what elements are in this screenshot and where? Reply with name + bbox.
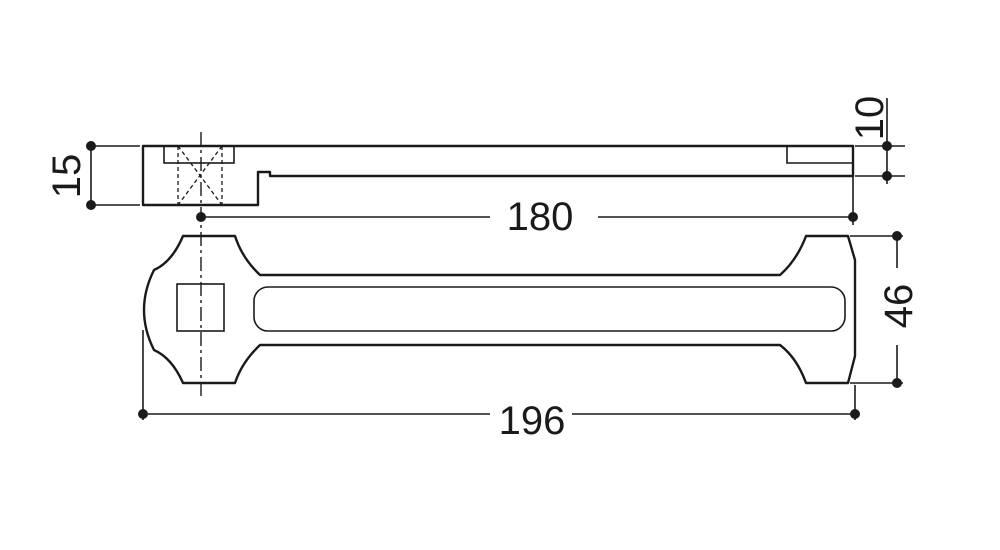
- side-view-end-step: [786, 146, 853, 164]
- dimension-overall-length: 196: [138, 330, 860, 443]
- dimension-overall-length-label: 196: [499, 399, 566, 443]
- side-view-hidden-socket-lines: [177, 145, 223, 206]
- side-view-body: [141, 144, 855, 207]
- side-view-socket-recess: [163, 145, 235, 164]
- dimension-hole-to-end-label: 180: [507, 195, 574, 239]
- top-view-body: [142, 234, 857, 385]
- dimension-end-width-label: 46: [877, 284, 921, 329]
- dimension-thickness: 15: [45, 141, 140, 210]
- dimension-end-step-label: 10: [848, 96, 892, 141]
- side-view: [141, 144, 855, 207]
- dimension-thickness-label: 15: [45, 154, 89, 199]
- dimension-hole-to-end: 180: [196, 176, 858, 239]
- dimension-end-step: 10: [848, 96, 905, 184]
- top-view-slot: [253, 286, 846, 332]
- top-view: [142, 234, 857, 385]
- dimension-end-width: 46: [850, 231, 921, 388]
